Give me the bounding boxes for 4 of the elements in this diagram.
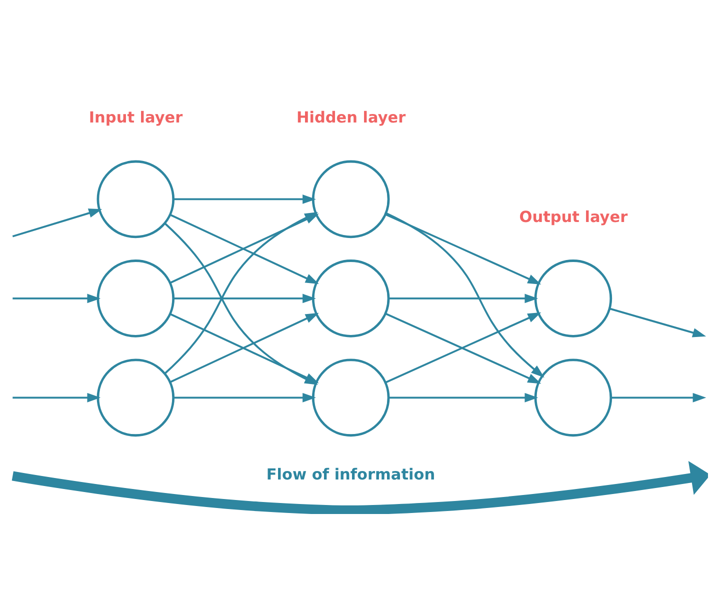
label: Output layer [519, 207, 628, 226]
label: Flow of information [266, 465, 436, 484]
label: Hidden layer [296, 108, 406, 126]
label: Input layer [88, 108, 183, 126]
